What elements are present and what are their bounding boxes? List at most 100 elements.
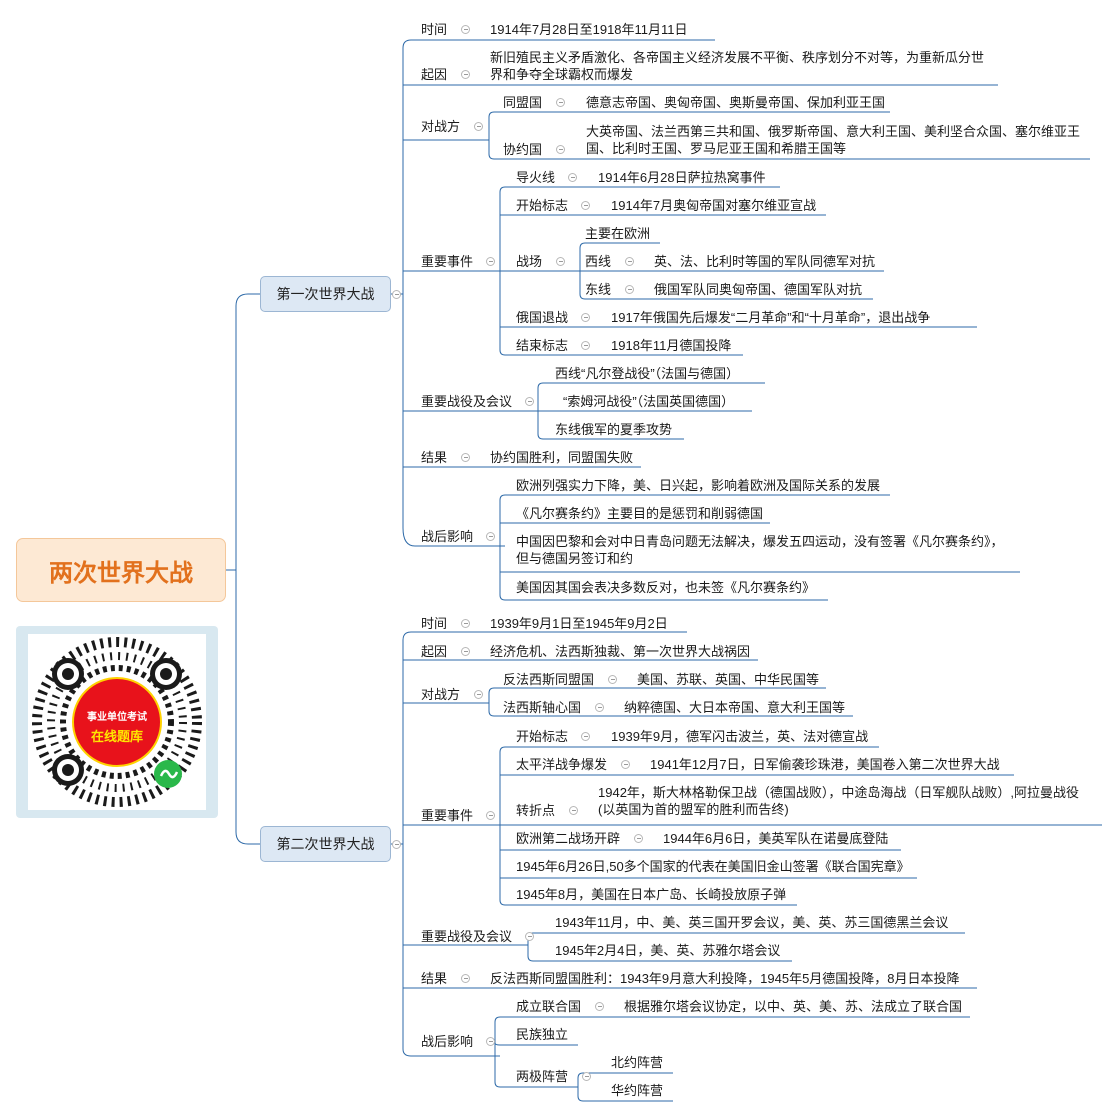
ww2-sides-label[interactable]: 对战方 [421,687,461,702]
ww1-impact-label[interactable]: 战后影响 [421,529,474,544]
collapse-icon[interactable] [625,257,634,266]
ww1-east-value[interactable]: 俄国军队同奥匈帝国、德国军队对抗 [654,282,863,297]
ww2-un-label[interactable]: 成立联合国 [516,999,582,1014]
ww2-front-value[interactable]: 1944年6月6日，美英军队在诺曼底登陆 [663,831,889,846]
ww1-start-label[interactable]: 开始标志 [516,198,569,213]
ww2-battle-item[interactable]: 1945年2月4日，美、英、苏雅尔塔会议 [555,943,781,958]
collapse-icon[interactable] [461,70,470,79]
collapse-icon[interactable] [556,98,565,107]
collapse-icon[interactable] [461,619,470,628]
collapse-icon[interactable] [486,1037,495,1046]
ww2-battle-item[interactable]: 1943年11月，中、美、英三国开罗会议，美、英、苏三国德黑兰会议 [555,915,949,930]
ww1-central-value[interactable]: 德意志帝国、奥匈帝国、奥斯曼帝国、保加利亚王国 [586,95,886,110]
collapse-icon[interactable] [461,25,470,34]
ww2-turning-label[interactable]: 转折点 [516,803,556,818]
collapse-icon[interactable] [461,974,470,983]
ww1-battle-item[interactable]: 西线“凡尔登战役”（法国与德国） [555,366,740,381]
collapse-icon[interactable] [595,1002,604,1011]
collapse-icon[interactable] [461,647,470,656]
ww2-events-label[interactable]: 重要事件 [421,808,474,823]
collapse-icon[interactable] [525,397,534,406]
ww2-result-value[interactable]: 反法西斯同盟国胜利：1943年9月意大利投降，1945年5月德国投降，8月日本投… [490,971,960,986]
ww2-impact-label[interactable]: 战后影响 [421,1034,474,1049]
collapse-icon[interactable] [461,453,470,462]
ww2-bipolar-label[interactable]: 两极阵营 [516,1069,569,1084]
ww1-battles-label[interactable]: 重要战役及会议 [421,394,513,409]
collapse-icon[interactable] [625,285,634,294]
collapse-icon[interactable] [486,257,495,266]
ww1-impact-item[interactable]: 美国因其国会表决多数反对，也未签《凡尔赛条约》 [516,580,816,595]
ww1-central-label[interactable]: 同盟国 [503,95,543,110]
collapse-ww2-icon[interactable] [392,840,401,849]
ww1-start-value[interactable]: 1914年7月奥匈帝国对塞尔维亚宣战 [611,198,817,213]
ww1-end-label[interactable]: 结束标志 [516,338,569,353]
collapse-icon[interactable] [486,811,495,820]
ww1-cause-line1[interactable]: 新旧殖民主义矛盾激化、各帝国主义经济发展不平衡、秩序划分不对等，为重新瓜分世 [490,50,985,65]
ww2-turning-line2[interactable]: (以英国为首的盟军的胜利而告终) [598,802,789,817]
main-topic-ww2[interactable]: 第二次世界大战 [260,826,391,862]
ww2-un-event[interactable]: 1945年6月26日,50多个国家的代表在美国旧金山签署《联合国宪章》 [516,859,910,874]
collapse-icon[interactable] [568,173,577,182]
ww1-fuse-value[interactable]: 1914年6月28日萨拉热窝事件 [598,170,766,185]
ww1-russia-label[interactable]: 俄国退战 [516,310,569,325]
ww2-time-label[interactable]: 时间 [421,616,448,631]
collapse-icon[interactable] [581,341,590,350]
collapse-icon[interactable] [556,145,565,154]
ww2-time-value[interactable]: 1939年9月1日至1945年9月2日 [490,616,668,631]
collapse-icon[interactable] [621,760,630,769]
ww1-impact-item[interactable]: 但与德国另签订和约 [516,551,634,566]
ww2-axis-label[interactable]: 法西斯轴心国 [503,700,582,715]
collapse-icon[interactable] [525,932,534,941]
ww1-russia-value[interactable]: 1917年俄国先后爆发“二月革命”和“十月革命”，退出战争 [611,310,931,325]
ww1-cause-label[interactable]: 起因 [421,67,448,82]
ww1-entente-label[interactable]: 协约国 [503,142,543,157]
collapse-icon[interactable] [474,690,483,699]
collapse-ww1-icon[interactable] [392,290,401,299]
ww1-battlefield-label[interactable]: 战场 [516,254,543,269]
main-topic-ww1[interactable]: 第一次世界大战 [260,276,391,312]
ww1-result-label[interactable]: 结果 [421,450,448,465]
collapse-icon[interactable] [634,834,643,843]
ww1-entente-line2[interactable]: 国、比利时王国、罗马尼亚王国和希腊王国等 [586,141,847,156]
ww2-cause-label[interactable]: 起因 [421,644,448,659]
ww1-fuse-label[interactable]: 导火线 [516,170,556,185]
collapse-icon[interactable] [608,675,617,684]
ww2-independence[interactable]: 民族独立 [516,1027,569,1042]
ww1-result-value[interactable]: 协约国胜利，同盟国失败 [490,450,634,465]
ww1-entente-line1[interactable]: 大英帝国、法兰西第三共和国、俄罗斯帝国、意大利王国、美利坚合众国、塞尔维亚王 [586,124,1081,139]
ww2-pacific-label[interactable]: 太平洋战争爆发 [516,757,608,772]
ww1-west-value[interactable]: 英、法、比利时等国的军队同德军对抗 [654,254,876,269]
root-topic[interactable]: 两次世界大战 [16,538,226,602]
ww2-start-value[interactable]: 1939年9月，德军闪击波兰，英、法对德宣战 [611,729,869,744]
ww2-front-label[interactable]: 欧洲第二战场开辟 [516,831,621,846]
collapse-icon[interactable] [581,313,590,322]
ww1-impact-item[interactable]: 中国因巴黎和会对中日青岛问题无法解决，爆发五四运动，没有签署《凡尔赛条约》， [516,534,1004,549]
ww2-cause-value[interactable]: 经济危机、法西斯独裁、第一次世界大战祸因 [490,644,751,659]
ww1-battlefield-main[interactable]: 主要在欧洲 [585,226,651,241]
ww2-allies-value[interactable]: 美国、苏联、英国、中华民国等 [637,672,820,687]
ww1-sides-label[interactable]: 对战方 [421,119,461,134]
ww2-turning-line1[interactable]: 1942年，斯大林格勒保卫战（德国战败），中途岛海战（日军舰队战败）,阿拉曼战役 [598,785,1080,800]
ww1-events-label[interactable]: 重要事件 [421,254,474,269]
ww1-impact-item[interactable]: 欧洲列强实力下降，美、日兴起，影响着欧洲及国际关系的发展 [516,478,881,493]
ww2-un-value[interactable]: 根据雅尔塔会议协定，以中、英、美、苏、法成立了联合国 [624,999,963,1014]
ww2-axis-value[interactable]: 纳粹德国、大日本帝国、意大利王国等 [624,700,846,715]
collapse-icon[interactable] [581,732,590,741]
ww1-battle-item[interactable]: “索姆河战役”（法国英国德国） [563,394,735,409]
ww2-start-label[interactable]: 开始标志 [516,729,569,744]
ww1-time-value[interactable]: 1914年7月28日至1918年11月11日 [490,22,688,37]
ww2-bomb-event[interactable]: 1945年8月，美国在日本广岛、长崎投放原子弹 [516,887,787,902]
collapse-icon[interactable] [486,532,495,541]
ww2-warsaw[interactable]: 华约阵营 [611,1083,664,1098]
ww2-result-label[interactable]: 结果 [421,971,448,986]
ww1-cause-line2[interactable]: 界和争夺全球霸权而爆发 [490,67,634,82]
collapse-icon[interactable] [569,806,578,815]
collapse-icon[interactable] [556,257,565,266]
collapse-icon[interactable] [582,1072,591,1081]
ww1-end-value[interactable]: 1918年11月德国投降 [611,338,732,353]
ww2-nato[interactable]: 北约阵营 [611,1055,664,1070]
ww2-pacific-value[interactable]: 1941年12月7日，日军偷袭珍珠港，美国卷入第二次世界大战 [650,757,1000,772]
ww1-east-label[interactable]: 东线 [585,282,612,297]
ww1-impact-item[interactable]: 《凡尔赛条约》主要目的是惩罚和削弱德国 [516,506,764,521]
collapse-icon[interactable] [595,703,604,712]
